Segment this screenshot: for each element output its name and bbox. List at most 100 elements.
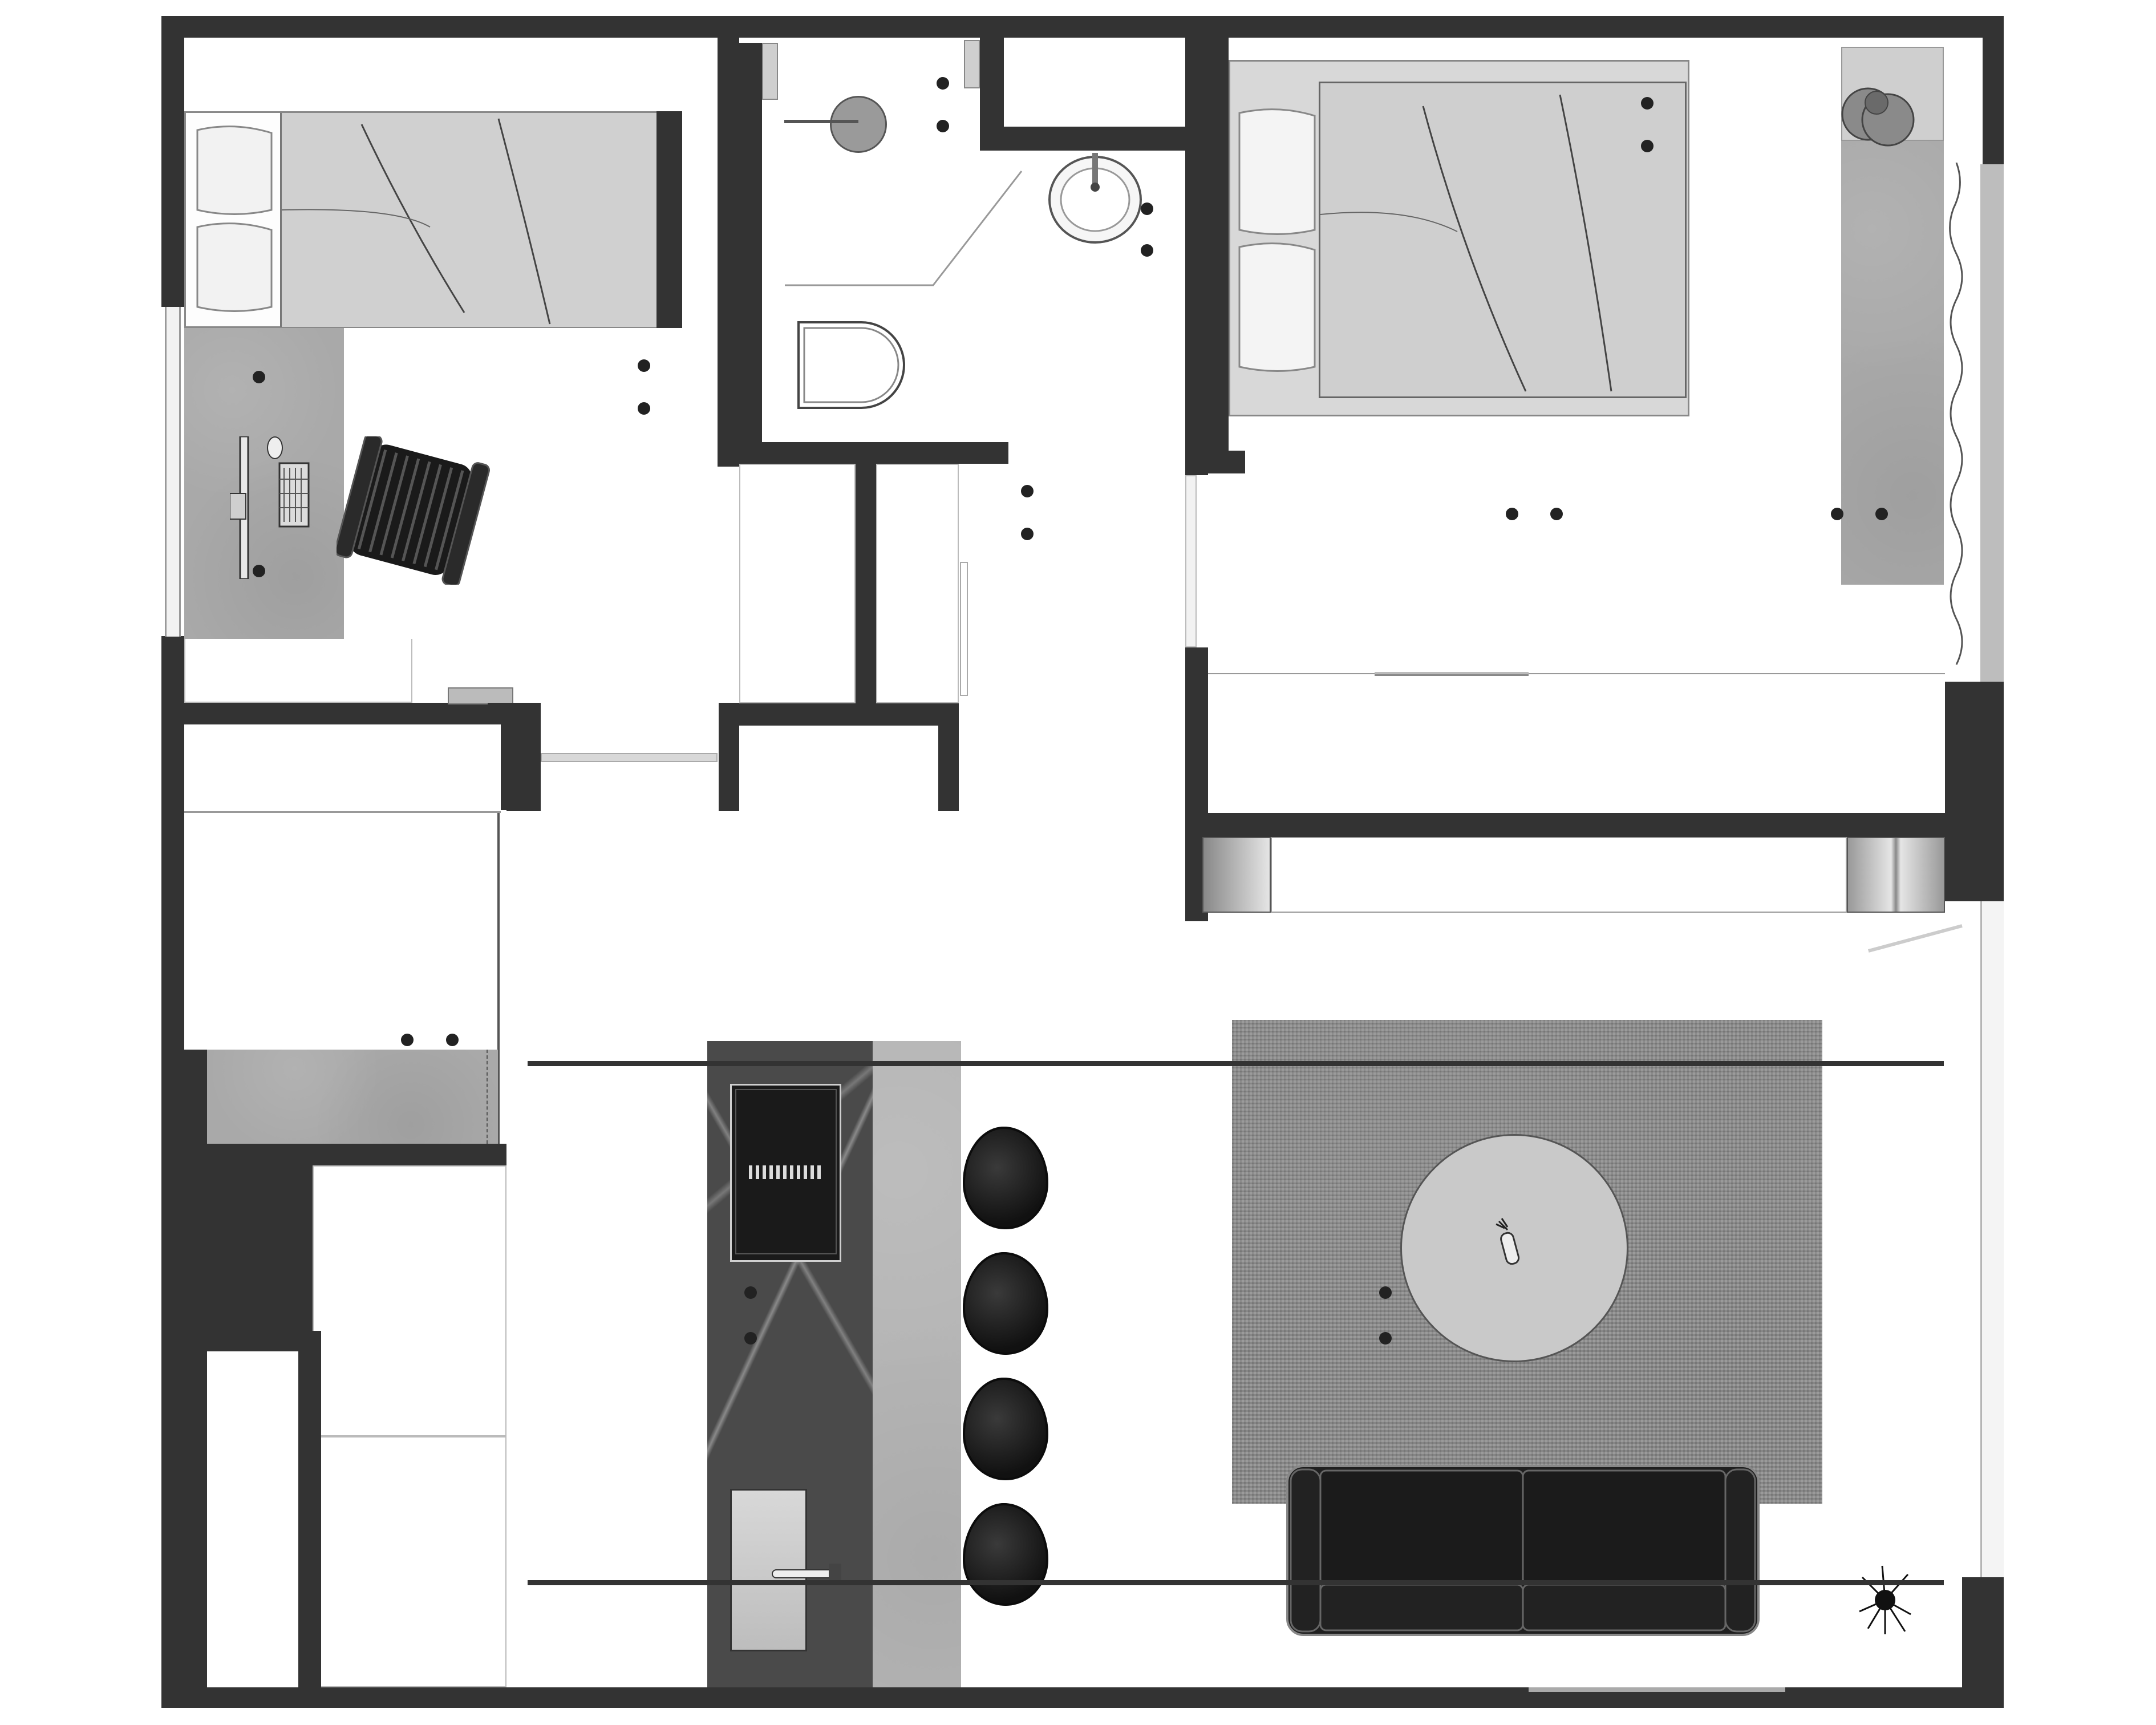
mouse-icon xyxy=(267,436,283,459)
light-marker xyxy=(1641,97,1654,110)
bedroom2-door-glass xyxy=(1185,475,1197,647)
bedroom2-wall-left xyxy=(1185,16,1208,475)
storage-wall-left xyxy=(1185,813,1202,913)
study-wall-bottom xyxy=(207,1144,506,1165)
bathroom-wall-inner xyxy=(739,43,762,442)
bedroom1-wall-right xyxy=(718,16,739,467)
window-right-lower xyxy=(1980,901,2004,1577)
bed-icon xyxy=(1235,102,1320,381)
utility-block xyxy=(207,1165,313,1331)
light-marker xyxy=(1379,1332,1392,1345)
sink-icon xyxy=(1047,153,1144,244)
light-marker xyxy=(638,359,650,372)
bar-stool-icon[interactable] xyxy=(963,1378,1048,1480)
curtain xyxy=(1949,163,1963,665)
dresser xyxy=(1841,140,1944,585)
utility-closet xyxy=(313,1165,506,1436)
outer-wall-left-mid xyxy=(161,636,184,1075)
desk-marker xyxy=(253,565,265,577)
window-left xyxy=(165,307,181,637)
small-shelf xyxy=(448,687,513,704)
study-closet xyxy=(184,724,501,813)
plant-icon xyxy=(1834,80,1919,154)
entry-closet xyxy=(313,1436,506,1687)
light-marker xyxy=(1021,485,1034,497)
island-counter xyxy=(873,1041,961,1687)
light-marker xyxy=(1379,1286,1392,1299)
bathroom-wall-notch-h xyxy=(980,127,1209,151)
bed1 xyxy=(184,111,656,328)
storage-cabinet xyxy=(1202,837,1271,913)
light-marker xyxy=(1506,508,1518,520)
kitchen-island xyxy=(707,1041,873,1687)
closet-wall-left-post xyxy=(719,703,739,811)
light-marker xyxy=(1550,508,1563,520)
light-marker xyxy=(401,1034,414,1046)
study-partition xyxy=(497,810,506,1158)
bedroom2-wall-left-inner xyxy=(1208,37,1229,452)
outer-wall-right-mid xyxy=(1945,682,2004,901)
shower-screen xyxy=(785,171,1023,286)
kitchen-sink-icon xyxy=(730,1489,841,1651)
bar-stool-icon[interactable] xyxy=(963,1252,1048,1355)
light-marker xyxy=(1141,244,1153,257)
entrance-threshold xyxy=(1529,1687,1785,1692)
shower-pipe xyxy=(784,120,858,123)
bedroom2-wall-bottom xyxy=(1185,813,1984,837)
bed-icon xyxy=(192,119,277,321)
outer-wall-left-lower xyxy=(161,1050,207,1708)
bar-stool-icon[interactable] xyxy=(963,1127,1048,1229)
closet-door-handle xyxy=(960,562,968,696)
monitor-icon xyxy=(229,435,261,580)
cooktop-icon xyxy=(730,1084,841,1262)
bed2 xyxy=(1229,60,1689,416)
vase-icon xyxy=(1482,1216,1527,1267)
bedroom1-headboard-post xyxy=(655,111,682,328)
closet-wall-divider xyxy=(856,464,876,703)
plant-icon xyxy=(1851,1560,1919,1640)
storage-cabinet xyxy=(1847,837,1945,913)
light-marker xyxy=(638,402,650,415)
storage-cabinet xyxy=(1271,837,1847,913)
light-marker xyxy=(744,1286,757,1299)
light-marker xyxy=(744,1332,757,1345)
desk xyxy=(184,328,344,639)
closet-wall-bottom xyxy=(719,703,958,726)
study-desk xyxy=(207,1050,498,1144)
lighting-track xyxy=(528,1061,1944,1066)
light-marker xyxy=(1641,140,1654,152)
study-desk-edge xyxy=(487,1050,497,1144)
keyboard-icon xyxy=(278,462,310,528)
wardrobe-icon xyxy=(739,464,856,703)
bar-stool-icon[interactable] xyxy=(963,1503,1048,1606)
lighting-track xyxy=(528,1580,1944,1585)
light-marker xyxy=(937,120,949,132)
light-marker xyxy=(1141,203,1153,215)
rug-icon xyxy=(1232,1020,1822,1504)
bedroom2-wardrobe xyxy=(1208,673,1945,813)
entry-wall-h xyxy=(184,1331,321,1351)
door-swing xyxy=(1868,924,1963,953)
window-right-upper xyxy=(1980,164,2004,682)
bathroom-partition-glass xyxy=(964,40,980,88)
bedroom1-wall-bottom xyxy=(161,703,541,724)
wardrobe-icon xyxy=(876,464,959,703)
office-chair-icon xyxy=(334,433,491,587)
outer-wall-right-lower xyxy=(1962,1577,2004,1708)
window-frame xyxy=(1375,674,1529,676)
bedroom1-sliding-door xyxy=(541,753,718,762)
bedroom2-wall-left-nib xyxy=(1208,451,1245,473)
outer-wall-top xyxy=(161,16,2004,38)
bathroom-partition-glass xyxy=(762,43,778,100)
desk-marker xyxy=(253,371,265,383)
sofa-icon[interactable] xyxy=(1286,1465,1760,1636)
light-marker xyxy=(1875,508,1888,520)
bed2-cover xyxy=(1319,82,1687,398)
desk-return xyxy=(184,639,412,703)
bed1-cover xyxy=(280,113,656,327)
bathroom-wall-bottom xyxy=(718,442,1008,464)
entry-wall-lower xyxy=(298,1331,321,1687)
outer-wall-right-upper xyxy=(1983,16,2004,164)
shower-head-icon xyxy=(830,96,887,153)
